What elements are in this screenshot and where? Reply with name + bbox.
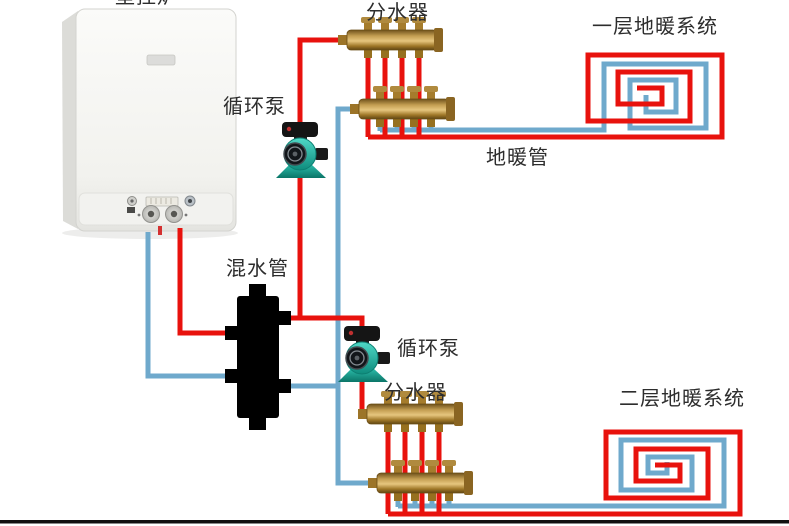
boiler-graphic <box>62 8 238 239</box>
supply-coil-floor1 <box>368 52 725 140</box>
pump-floor2 <box>337 325 391 383</box>
supply-coil-floor2 <box>388 429 743 517</box>
supply-pipe-boiler-to-separator <box>177 228 232 336</box>
pump-floor2-label: 循环泵 <box>397 338 460 360</box>
boiler-knob-left-center <box>147 210 155 218</box>
boiler-front-face <box>75 8 237 232</box>
separator-left-upper-stub <box>225 326 238 340</box>
separator-bottom-stub <box>249 416 266 430</box>
floor-baseline <box>0 520 789 524</box>
return-coil-floor1 <box>380 61 709 133</box>
mixing-pipe-label: 混水管 <box>226 258 289 280</box>
return-pipe-manifolds-riser <box>335 106 372 486</box>
boiler-indicator-dot-left <box>137 213 141 217</box>
boiler-display-ticks <box>150 198 172 204</box>
return-coil-floor2 <box>398 437 727 509</box>
boiler-label: 壁挂炉 <box>115 0 178 9</box>
heating-pipe-label: 地暖管 <box>486 147 549 169</box>
boiler-brand-plate <box>146 54 176 66</box>
manifold-floor2-label: 分水器 <box>384 382 447 404</box>
separator-left-lower-stub <box>225 369 238 383</box>
boiler-indicator-dot-right <box>184 213 188 217</box>
separator-right-upper-stub <box>278 311 291 325</box>
separator-body <box>237 296 279 418</box>
separator-right-lower-stub <box>278 379 291 393</box>
separator-top-stub <box>249 284 266 298</box>
boiler-small-dial-center <box>130 199 134 203</box>
boiler-knob-right-center <box>170 210 178 218</box>
mixing-separator <box>225 284 291 430</box>
floor1-system-label: 一层地暖系统 <box>592 16 718 38</box>
boiler-outlet-mark <box>158 226 162 235</box>
boiler-pressure-gauge-center <box>188 199 192 203</box>
pump-floor1-label: 循环泵 <box>223 96 286 118</box>
floor2-system-label: 二层地暖系统 <box>619 388 745 410</box>
return-pipe-boiler-to-separator <box>145 232 232 379</box>
manifold-floor1-label: 分水器 <box>366 2 429 24</box>
boiler-switch <box>127 207 135 213</box>
supply-pipe-riser-floor1 <box>297 37 350 320</box>
boiler-side-face <box>62 11 78 229</box>
supply-drops-floor2 <box>385 416 442 514</box>
boiler-display <box>145 196 179 207</box>
pump-floor1 <box>275 121 329 179</box>
